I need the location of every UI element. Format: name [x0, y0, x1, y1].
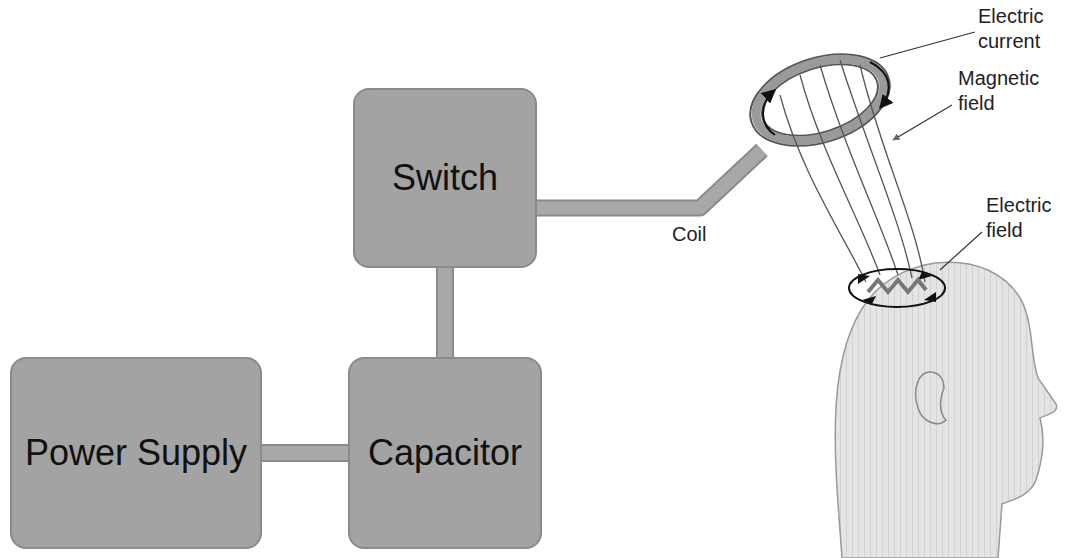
- text-group: Switch: [392, 156, 498, 199]
- switch-box: Switch: [353, 88, 537, 268]
- part-label: Coil: [672, 222, 706, 247]
- leader-line: [940, 232, 982, 270]
- leader-line: [893, 105, 952, 140]
- node-text: Switch: [392, 156, 498, 199]
- head-profile: [835, 262, 1056, 558]
- callout-label: Magnetic field: [958, 66, 1068, 116]
- connector-bar: [262, 453, 348, 454]
- capacitor-box: Capacitor: [348, 357, 542, 549]
- magnetic-field-lines: [780, 60, 925, 282]
- callout-label: Electric field: [986, 193, 1081, 243]
- coil-ring: [739, 38, 902, 162]
- callout-label: Electric current: [978, 4, 1078, 54]
- text-group: Power Supply: [25, 431, 247, 474]
- leader-line: [880, 32, 975, 58]
- ear: [916, 372, 946, 424]
- electric-field-loop: [849, 269, 945, 307]
- coil-lead: [537, 150, 762, 208]
- current-arrow: [763, 90, 775, 135]
- node-text: Power Supply: [25, 431, 247, 474]
- node-text: Capacitor: [368, 431, 522, 474]
- current-arrow: [870, 62, 889, 108]
- text-group: Capacitor: [368, 431, 522, 474]
- connector-bar: [445, 268, 446, 357]
- power-supply-box: Power Supply: [10, 357, 262, 549]
